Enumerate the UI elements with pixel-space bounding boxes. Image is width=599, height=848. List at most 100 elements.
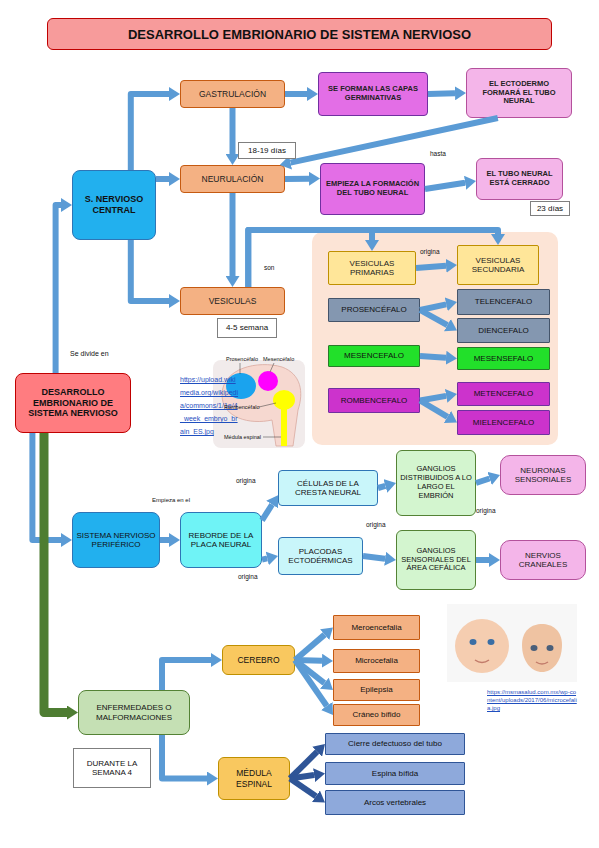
- node-text: METENCEFALO: [474, 389, 534, 398]
- node-text: Cráneo bífido: [352, 710, 400, 719]
- illustration-label: Médula espinal: [224, 434, 261, 440]
- node-text: NEURONAS SENSORIALES: [504, 466, 582, 485]
- node-text: CÉLULAS DE LA CRESTA NEURAL: [282, 479, 374, 498]
- process-box: MÉDULA ESPINAL: [218, 757, 290, 800]
- connector-arrow: [285, 91, 307, 97]
- source-url: https://msmasalud.com.mx/wp-content/uplo…: [487, 688, 577, 712]
- connector-arrow: [476, 557, 489, 563]
- process-box: REBORDE DE LA PLACA NEURAL: [180, 512, 262, 568]
- connector-arrow: [131, 94, 169, 170]
- result-box: EL TUBO NEURAL ESTÁ CERRADO: [476, 158, 563, 200]
- connector-label: origina: [366, 521, 386, 528]
- connector-arrow: [162, 735, 207, 779]
- node-text: Espina bífida: [372, 769, 418, 778]
- item-box: Epilepsia: [333, 679, 420, 701]
- title-text: DESARROLLO EMBRIONARIO DE SISTEMA NERVIO…: [128, 27, 471, 42]
- baby-face: [455, 619, 509, 673]
- baby-eye: [470, 639, 477, 645]
- connector-arrow: [160, 537, 169, 543]
- photo-background: [447, 604, 577, 682]
- node-text: VESICULAS PRIMARIAS: [332, 259, 412, 278]
- node-text: TELENCEFALO: [475, 297, 532, 306]
- node-text: MÉDULA ESPINAL: [222, 768, 286, 788]
- result-box: NERVIOS CRANEALES: [500, 540, 586, 580]
- baby-eye: [488, 639, 495, 645]
- note-box: DURANTE LA SEMANA 4: [73, 748, 151, 788]
- node-text: VESICULAS: [209, 296, 257, 306]
- connector-arrow: [295, 635, 325, 660]
- connector-arrow: [295, 660, 327, 706]
- illustration-label: Mesencéfalo: [263, 356, 294, 362]
- connector-note: Empieza en el: [152, 497, 190, 504]
- node-text: ROMBENCEFALO: [341, 396, 408, 405]
- babies-photo: [447, 604, 577, 682]
- connector-arrow: [262, 558, 267, 559]
- vesicle-panel: [312, 232, 558, 445]
- connector-arrow: [420, 356, 446, 358]
- result-box: NEURONAS SENSORIALES: [500, 455, 586, 495]
- item-box: Espina bífida: [325, 762, 465, 785]
- item-box: Cráneo bífido: [333, 704, 420, 726]
- node-text: VESICULAS SECUNDARIA: [461, 256, 535, 275]
- process-box: PLACODAS ECTODÉRMICAS: [278, 537, 363, 575]
- hindbrain-shape: [273, 390, 295, 410]
- baby-mouth: [536, 662, 548, 664]
- connector-arrow: [295, 660, 324, 683]
- connector-arrow: [290, 775, 314, 778]
- branch-box: ENFERMEDADES O MALFORMACIONES: [78, 690, 190, 735]
- connector-arrow: [56, 205, 61, 373]
- branch-box: SISTEMA NERVIOSO PERIFÉRICO: [72, 512, 160, 568]
- node-text: EL TUBO NEURAL ESTÁ CERRADO: [480, 170, 559, 188]
- vesicle-box: METENCEFALO: [457, 382, 550, 406]
- connector-arrow: [162, 660, 211, 690]
- vesicle-box: MESENSEFALO: [457, 347, 550, 370]
- connector-arrow: [44, 433, 67, 713]
- connector-arrow: [262, 504, 272, 520]
- node-text: GASTRULACIÓN: [199, 89, 266, 99]
- connector-label: origina: [420, 248, 440, 255]
- process-box: CÉLULAS DE LA CRESTA NEURAL: [278, 470, 378, 506]
- illustration-label: Rombencéfalo: [224, 404, 259, 410]
- connector-arrow: [420, 401, 448, 417]
- vesicle-box: MESENCEFALO: [328, 345, 420, 367]
- duration-label: 23 días: [530, 201, 570, 216]
- node-text: MIELENCEFALO: [473, 418, 534, 427]
- leader-line: [259, 403, 276, 407]
- vesicle-box: TELENCEFALO: [457, 289, 550, 315]
- vesicle-box: DIENCEFALO: [457, 318, 550, 343]
- connector-arrow: [378, 486, 385, 488]
- spinal-cord-shape: [281, 408, 287, 446]
- illustration-background: [213, 360, 305, 448]
- node-text: EL ECTODERMO FORMARÁ EL TUBO NEURAL: [470, 80, 568, 107]
- connector-arrow: [32, 433, 61, 540]
- root-box: DESARROLLO EMBRIONARIO DE SISTEMA NERVIO…: [15, 373, 131, 433]
- item-box: Arcos vertebrales: [325, 790, 465, 815]
- node-text: NEURULACIÓN: [202, 174, 264, 184]
- connector-arrow: [156, 176, 169, 182]
- node-text: PROSENCÉFALO: [341, 305, 406, 314]
- connector-arrow: [420, 396, 446, 401]
- item-box: Cierre defectuoso del tubo: [325, 733, 465, 755]
- vesicle-box: ROMBENCEFALO: [328, 388, 420, 413]
- duration-label: 18-19 días: [238, 142, 296, 159]
- process-box: CEREBRO: [222, 645, 295, 675]
- node-text: Epilepsia: [360, 685, 392, 694]
- node-text: PLACODAS ECTODÉRMICAS: [282, 547, 359, 566]
- vesicle-box: VESICULAS PRIMARIAS: [328, 251, 416, 285]
- node-text: REBORDE DE LA PLACA NEURAL: [184, 531, 258, 550]
- connector-arrow: [420, 310, 447, 325]
- connector-label: origina: [238, 573, 258, 580]
- process-box: NEURULACIÓN: [180, 165, 285, 193]
- node-text: Arcos vertebrales: [364, 798, 426, 807]
- process-box: VESICULAS: [180, 287, 285, 315]
- connector-arrow: [248, 230, 498, 287]
- connector-arrow: [295, 657, 322, 664]
- connector-arrow: [248, 230, 372, 287]
- illustration-label: Prosencéfalo: [226, 356, 258, 362]
- connector-arrow: [230, 193, 236, 276]
- node-text: DESARROLLO EMBRIONARIO DE SISTEMA NERVIO…: [19, 387, 127, 419]
- node-text: CEREBRO: [237, 655, 279, 665]
- node-text: MESENSEFALO: [474, 354, 534, 363]
- vesicle-box: VESICULAS SECUNDARIA: [457, 245, 539, 285]
- node-text: EMPIEZA LA FORMACIÓN DEL TUBO NEURAL: [324, 180, 421, 198]
